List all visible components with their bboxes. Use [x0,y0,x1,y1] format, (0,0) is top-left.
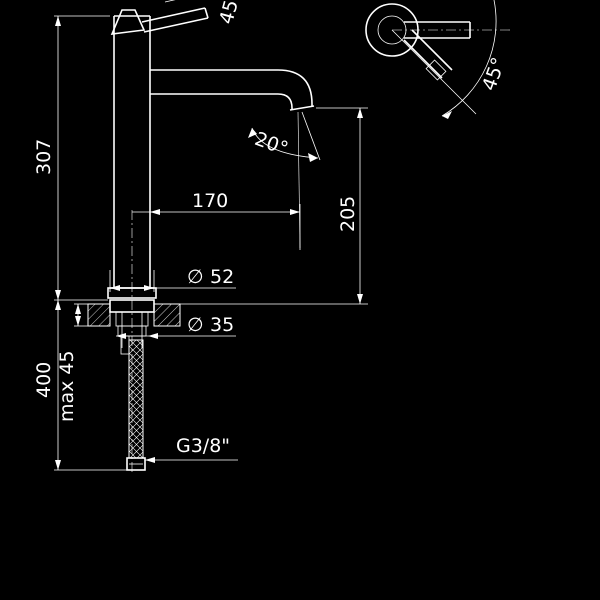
dim-spout-height [156,107,368,305]
spout-reach-label: 170 [192,190,228,212]
lever-angle-label: 45° [215,0,245,27]
lever-sweep-arc [441,0,497,117]
hole-diameter-symbol: ∅ [187,314,204,336]
dim-hole-diameter [116,333,236,339]
dim-hose-length [54,300,128,471]
lever-top-angle-label: 45° [478,55,510,94]
max-deck-label: max 45 [56,350,78,422]
lever-top-rotated [391,29,477,115]
dim-total-height [54,15,110,301]
spout-height-label: 205 [337,196,359,232]
lever-handle [110,0,209,35]
hole-diameter-label: 35 [210,314,234,336]
connection-thread-label: G3/8" [176,435,230,457]
dim-max-deck [74,303,90,327]
swivel-angle-label: 20° [252,128,291,160]
swivel-angle-mark [248,111,321,162]
side-view: 45° 20° [33,0,368,475]
dim-spout-reach [132,204,301,250]
total-height-label: 307 [33,139,55,175]
supply-hose [126,339,146,471]
hose-length-label: 400 [33,362,55,398]
base-diameter-symbol: ∅ [187,266,204,288]
dim-base-diameter [109,270,236,292]
base-diameter-label: 52 [210,266,234,288]
top-view: 45° [365,0,512,119]
spout [150,69,315,249]
thread-leader [145,457,238,463]
